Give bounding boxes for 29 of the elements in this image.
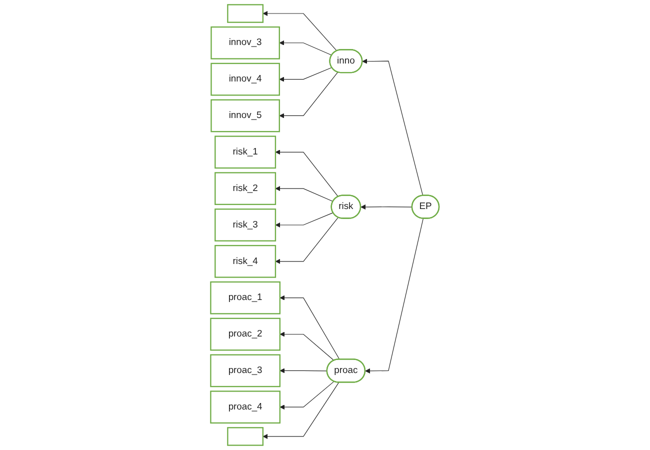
arrow [360,204,413,210]
node-box: proac_4 [210,390,281,424]
arrow [275,217,339,264]
node-box: proac_2 [210,318,281,351]
arrow [280,332,334,361]
arrow [280,381,334,410]
arrow [365,218,424,374]
arrow [280,295,340,360]
node-box: risk_1 [214,136,276,169]
node-box: proac_1 [210,281,281,314]
node-box: proac_3 [210,354,281,388]
arrow [275,212,334,228]
node-box: risk_3 [214,208,276,242]
arrow [280,368,328,374]
arrow [279,67,332,82]
node-box: innov_5 [210,99,280,132]
node-box [227,427,264,446]
arrow [262,10,338,52]
arrow [275,186,334,202]
arrow [279,40,332,56]
node-box: innov_3 [210,26,280,60]
arrow [262,382,340,440]
node-box [227,4,264,23]
arrow [279,72,338,118]
arrow [275,150,339,198]
node-box: risk_4 [214,244,276,278]
node-box: innov_4 [210,62,280,96]
arrow [362,58,424,196]
node-box: risk_2 [214,172,276,206]
